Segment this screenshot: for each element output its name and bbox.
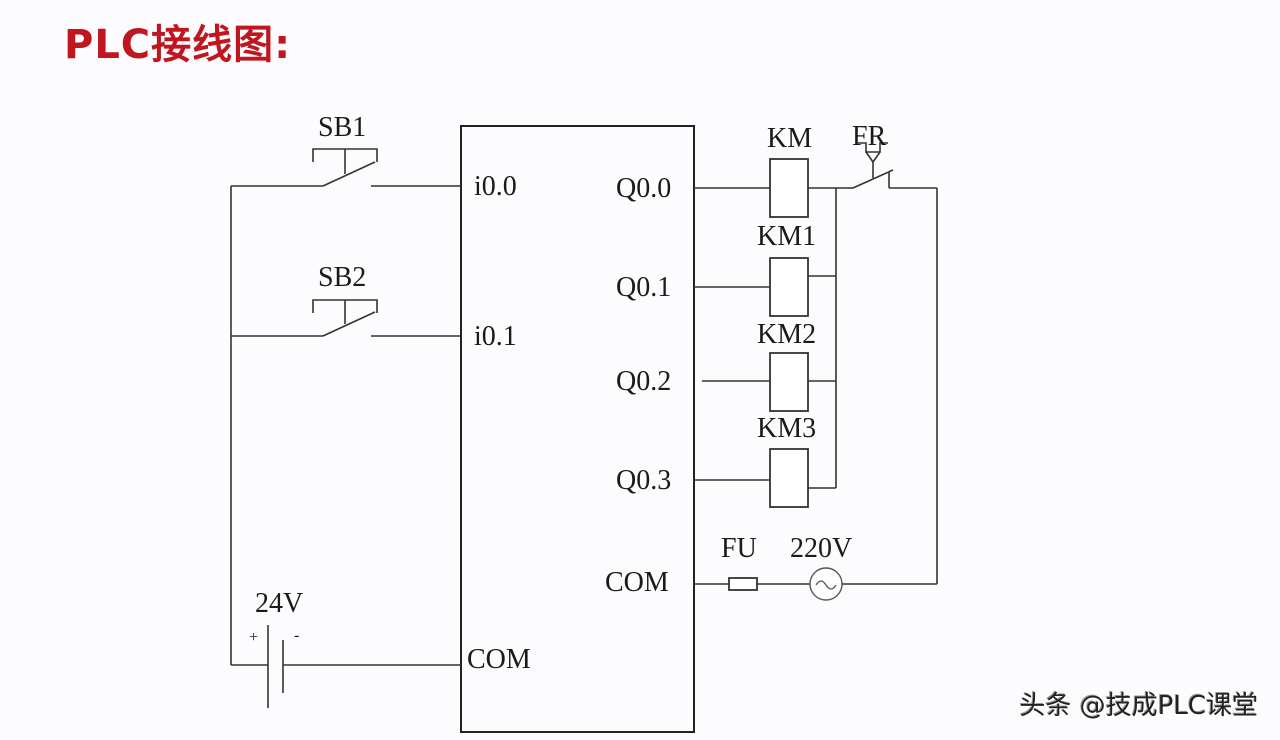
- coil-km1-label: KM1: [757, 221, 816, 252]
- terminal-output-com: COM: [605, 567, 669, 598]
- supply-220v-label: 220V: [790, 533, 852, 564]
- terminal-q0-2: Q0.2: [616, 366, 671, 397]
- fuse-icon: [728, 577, 758, 591]
- watermark: 头条 @技成PLC课堂: [1019, 691, 1258, 721]
- fr-overload-contact-icon: [848, 142, 937, 189]
- terminal-input-com: COM: [467, 644, 531, 675]
- sb2-label: SB2: [318, 262, 366, 293]
- sb1-pushbutton: [231, 148, 461, 187]
- supply-24v-label: 24V: [255, 588, 303, 619]
- terminal-q0-0: Q0.0: [616, 173, 671, 204]
- coil-km2: [702, 352, 836, 412]
- terminal-i0-0: i0.0: [474, 171, 517, 202]
- terminal-q0-1: Q0.1: [616, 272, 671, 303]
- coil-km3: [694, 448, 836, 508]
- terminal-i0-1: i0.1: [474, 321, 517, 352]
- sb1-label: SB1: [318, 112, 366, 143]
- coil-km1: [694, 257, 836, 317]
- fuse-label: FU: [721, 533, 757, 564]
- coil-km2-label: KM2: [757, 319, 816, 350]
- coil-km-label: KM: [767, 123, 812, 154]
- battery-plus-sign: +: [249, 629, 258, 646]
- coil-km: [694, 158, 848, 218]
- battery-24v-icon: [231, 625, 461, 708]
- plc-module: [460, 125, 695, 733]
- terminal-q0-3: Q0.3: [616, 465, 671, 496]
- coil-km3-label: KM3: [757, 413, 816, 444]
- sb2-pushbutton: [231, 299, 461, 337]
- page-title: PLC接线图:: [64, 22, 292, 68]
- output-common-circuit: [694, 567, 937, 601]
- fr-label: FR: [852, 121, 887, 152]
- battery-minus-sign: -: [294, 627, 299, 644]
